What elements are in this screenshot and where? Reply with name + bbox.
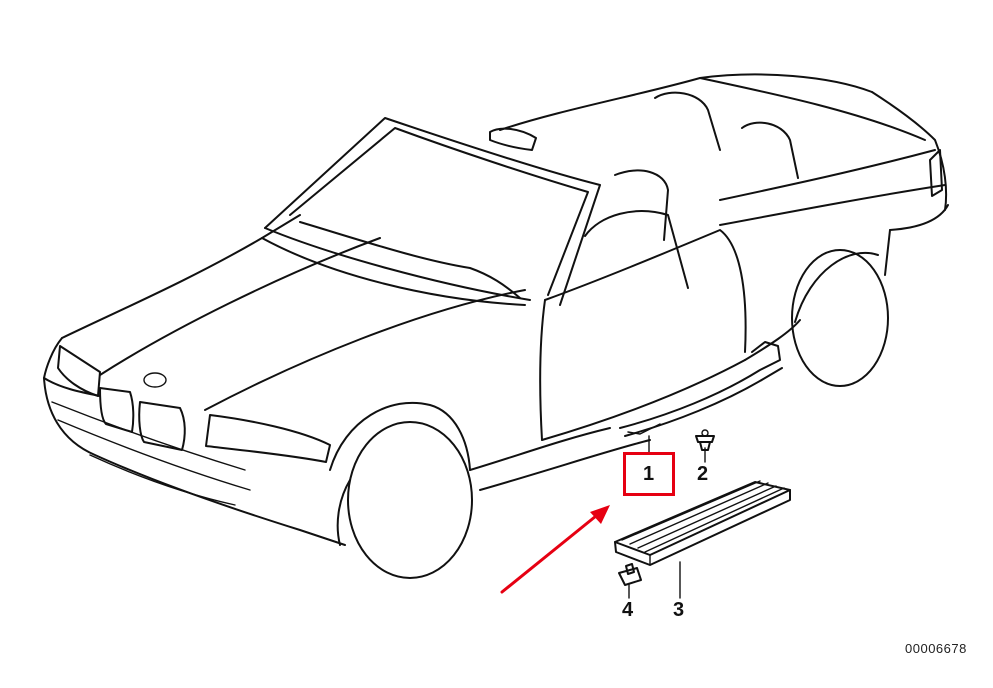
sill-trim-part-3 [614,480,791,566]
callout-number-3[interactable]: 3 [673,599,685,621]
callout-number-4[interactable]: 4 [622,599,634,621]
drawing-number: 00006678 [905,641,967,656]
callout-number-2[interactable]: 2 [697,463,709,485]
clip-part-4 [618,563,642,586]
clip-part-2 [695,429,715,451]
convertible-car-outline [43,73,949,579]
red-pointer-arrow [500,505,610,594]
callout-number-1[interactable]: 1 [643,463,655,485]
callout-1-highlight-box [623,452,675,496]
